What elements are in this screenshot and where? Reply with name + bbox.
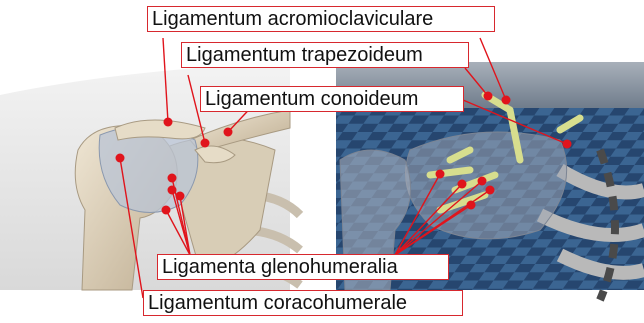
label-acromioclaviculare: Ligamentum acromioclaviculare	[147, 6, 495, 32]
label-coracohumerale: Ligamentum coracohumerale	[143, 290, 463, 316]
model-scapula	[406, 132, 567, 239]
label-conoideum: Ligamentum conoideum	[200, 86, 464, 112]
label-glenohumeralia: Ligamenta glenohumeralia	[157, 254, 449, 280]
label-trapezoideum: Ligamentum trapezoideum	[181, 42, 469, 68]
